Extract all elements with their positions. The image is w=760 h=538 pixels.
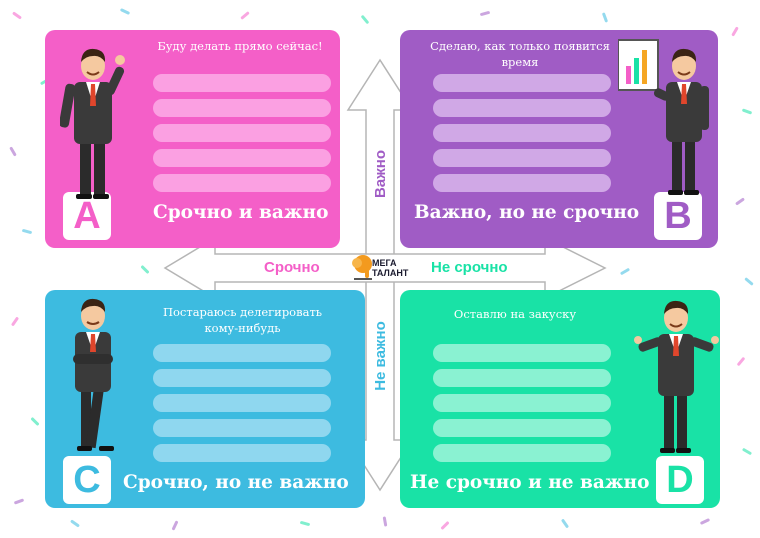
businessman-pointing-icon xyxy=(60,48,125,199)
quadrant-c-letter: C xyxy=(63,456,111,504)
quadrant-b-caption: Важно, но не срочно xyxy=(414,202,640,223)
quadrant-b-lines xyxy=(433,74,611,199)
note-line[interactable] xyxy=(153,419,331,437)
note-line[interactable] xyxy=(433,419,611,437)
note-line[interactable] xyxy=(433,444,611,462)
note-line[interactable] xyxy=(433,74,611,92)
elephant-icon xyxy=(352,255,372,280)
note-line[interactable] xyxy=(153,74,331,92)
note-line[interactable] xyxy=(153,149,331,167)
note-line[interactable] xyxy=(153,99,331,117)
quadrant-c-lines xyxy=(153,344,331,469)
quadrant-c-caption: Срочно, но не важно xyxy=(123,472,349,493)
axis-label-urgent: Срочно xyxy=(264,259,320,276)
note-line[interactable] xyxy=(433,124,611,142)
quadrant-c: Постараюсь делегировать кому-нибудь Сроч… xyxy=(45,290,365,508)
note-line[interactable] xyxy=(433,369,611,387)
axis-label-not-important: Не важно xyxy=(372,321,389,391)
logo-line-2: ТАЛАНТ xyxy=(372,268,409,278)
note-line[interactable] xyxy=(433,174,611,192)
quadrant-b-subtitle: Сделаю, как только появится время xyxy=(430,39,610,69)
note-line[interactable] xyxy=(153,344,331,362)
quadrant-a-caption: Срочно и важно xyxy=(153,202,329,223)
note-line[interactable] xyxy=(153,444,331,462)
axis-label-not-urgent: Не срочно xyxy=(431,259,508,276)
quadrant-d-subtitle: Оставлю на закуску xyxy=(453,307,577,321)
quadrant-d-letter: D xyxy=(656,456,704,504)
note-line[interactable] xyxy=(433,149,611,167)
quadrant-c-subtitle: Постараюсь делегировать кому-нибудь xyxy=(162,305,323,335)
note-line[interactable] xyxy=(153,124,331,142)
note-line[interactable] xyxy=(153,174,331,192)
businessman-shrugging-icon xyxy=(634,300,719,453)
note-line[interactable] xyxy=(433,394,611,412)
quadrant-a: Буду делать прямо сейчас! Срочно и важно… xyxy=(45,30,340,248)
note-line[interactable] xyxy=(433,344,611,362)
note-line[interactable] xyxy=(153,394,331,412)
note-line[interactable] xyxy=(433,99,611,117)
logo-line-1: МЕГА xyxy=(372,258,397,268)
note-line[interactable] xyxy=(153,369,331,387)
quadrant-d-lines xyxy=(433,344,611,469)
quadrant-a-letter: A xyxy=(63,192,111,240)
axis-label-important: Важно xyxy=(372,149,389,199)
businessman-presentation-icon xyxy=(618,39,709,195)
quadrant-b: Сделаю, как только появится время Важно,… xyxy=(400,30,718,248)
quadrant-a-subtitle: Буду делать прямо сейчас! xyxy=(157,39,323,53)
quadrant-d: Оставлю на закуску Не срочно и не важно … xyxy=(400,290,720,508)
quadrant-a-lines xyxy=(153,74,331,199)
megatalant-logo: МЕГА ТАЛАНТ xyxy=(352,250,416,288)
quadrant-d-caption: Не срочно и не важно xyxy=(410,472,650,493)
businessman-arms-crossed-icon xyxy=(73,298,114,451)
quadrant-b-letter: B xyxy=(654,192,702,240)
